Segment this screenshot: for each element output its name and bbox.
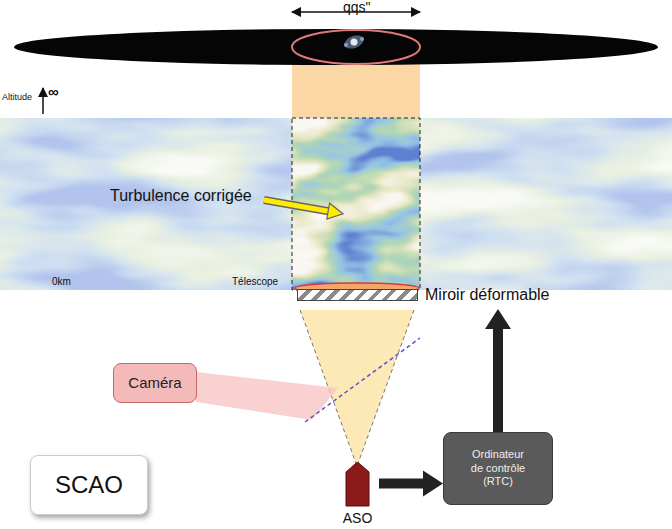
label: Télescope	[232, 276, 278, 287]
galaxy-core	[351, 39, 358, 46]
sensor-symbol	[336, 462, 379, 508]
label: Altitude	[2, 92, 32, 102]
turbulence-band	[20, 118, 672, 290]
sky-ellipse	[14, 29, 658, 65]
altitude-axis	[42, 88, 44, 114]
pointer-outline	[264, 200, 330, 212]
beam-splitter	[305, 338, 420, 422]
galaxy-arm	[344, 43, 348, 47]
control-arrow	[485, 309, 511, 432]
mode-box: SCAO	[30, 455, 148, 515]
node-label: SCAO	[55, 470, 123, 500]
galaxy-arm	[343, 33, 366, 51]
corrected-turbulence	[292, 118, 420, 290]
label: Turbulence corrigée	[110, 187, 252, 205]
galaxy	[343, 33, 366, 51]
galaxy-arm	[360, 37, 364, 41]
node-label: Ordinateur de contrôle (RTC)	[466, 448, 530, 489]
node-label: Caméra	[128, 374, 181, 393]
arrow-head	[423, 471, 443, 497]
label: qqs"	[343, 0, 371, 15]
sensor-shape	[346, 462, 369, 506]
arrow-head	[485, 309, 511, 329]
control-arrow	[379, 471, 443, 497]
light-column	[292, 58, 420, 120]
arrow-shaft	[379, 479, 424, 489]
corrected-outline	[292, 118, 420, 290]
controller-box: Ordinateur de contrôle (RTC)	[443, 432, 553, 505]
arrow-shaft	[493, 328, 503, 432]
node-label: ASO	[336, 510, 379, 526]
label: 0km	[52, 276, 71, 287]
deformable-mirror	[297, 289, 418, 301]
target-ellipse	[292, 30, 420, 64]
label: ∞	[48, 83, 59, 100]
camera-box: Caméra	[113, 363, 197, 403]
beam-edge	[357, 310, 414, 466]
node-label: Miroir déformable	[425, 286, 549, 304]
pointer-arrow	[264, 200, 343, 219]
sensor-node: ASO	[336, 462, 379, 528]
pointer-head	[327, 203, 343, 219]
mirror-node: Miroir déformable	[297, 283, 580, 309]
pointer-shaft	[264, 200, 330, 212]
